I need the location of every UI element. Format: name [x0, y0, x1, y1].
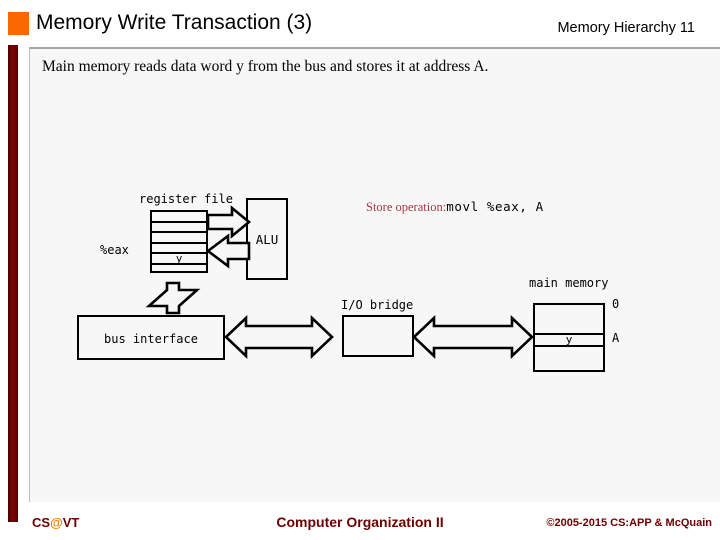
content-panel	[29, 47, 720, 502]
register-row	[152, 212, 206, 223]
io-bridge-label: I/O bridge	[341, 298, 414, 312]
main-memory-cell-value: y	[565, 333, 573, 346]
register-cell-value: y	[175, 252, 183, 265]
register-file-box: y	[150, 210, 208, 273]
main-memory-label: main memory	[529, 276, 609, 290]
register-file-label: register file	[139, 192, 233, 206]
arrow-io-bridge-to-main-memory	[412, 314, 534, 360]
page-title: Memory Write Transaction (3)	[36, 11, 313, 34]
register-row-eax: y	[152, 252, 206, 265]
arrow-alu-to-regfile	[205, 233, 251, 269]
sidebar-accent-bar	[8, 45, 18, 522]
io-bridge-box	[342, 315, 414, 357]
footer-logo-prefix: CS	[32, 515, 51, 530]
register-row	[152, 265, 206, 276]
main-memory-box: y	[533, 303, 605, 372]
bus-interface-label: bus interface	[104, 332, 198, 346]
arrow-regfile-to-alu	[206, 205, 252, 239]
register-row	[152, 244, 206, 254]
footer-logo-at: @	[50, 515, 63, 530]
footer-logo-suffix: VT	[62, 515, 80, 530]
main-memory-addr-A: A	[612, 331, 620, 345]
arrow-regfile-to-bus-interface	[145, 281, 201, 315]
header-chapter-label: Memory Hierarchy 11	[557, 20, 695, 36]
store-operation-lead: Store operation:	[366, 200, 447, 214]
main-memory-addr-zero: 0	[612, 297, 620, 311]
bus-interface-box: bus interface	[77, 315, 225, 360]
main-memory-cell-A: y	[535, 333, 603, 347]
footer-copyright: ©2005-2015 CS:APP & McQuain	[546, 517, 712, 529]
alu-box: ALU	[246, 198, 288, 280]
register-row	[152, 223, 206, 233]
alu-label: ALU	[255, 232, 279, 247]
register-row	[152, 233, 206, 244]
arrow-bus-interface-to-io-bridge	[224, 314, 334, 360]
footer-logo: CS@VT	[32, 515, 79, 530]
body-text: Main memory reads data word y from the b…	[42, 58, 489, 75]
store-operation-code: movl %eax, A	[446, 199, 544, 214]
register-name-label: %eax	[100, 243, 129, 257]
accent-square-icon	[8, 12, 29, 35]
footer-course-title: Computer Organization II	[276, 514, 444, 530]
store-operation-caption: Store operation:movl %eax, A	[366, 199, 544, 215]
